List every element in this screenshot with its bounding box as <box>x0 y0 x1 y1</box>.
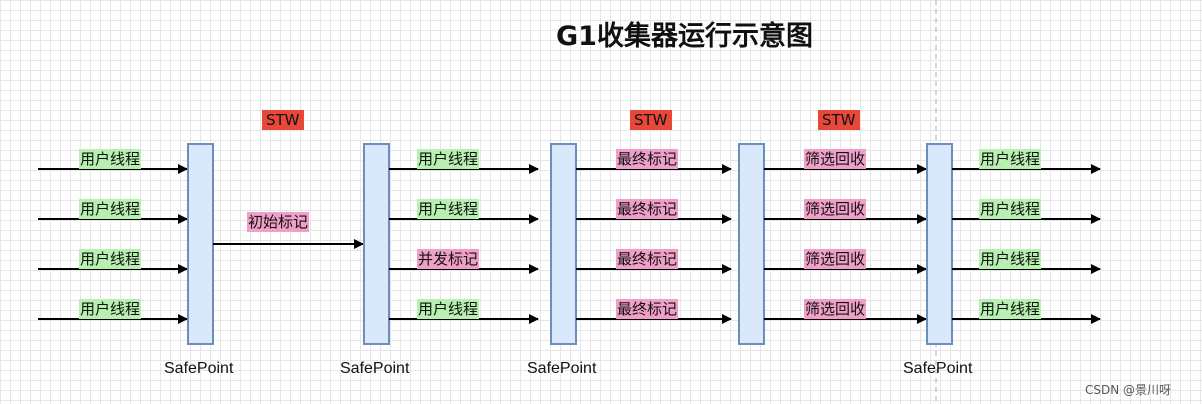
arrow-label: 用户线程 <box>79 149 142 169</box>
arrow-label: 用户线程 <box>979 299 1042 319</box>
watermark: CSDN @景川呀 <box>1085 383 1172 397</box>
safepoint-bar <box>926 143 953 345</box>
arrow-label: 最终标记 <box>616 149 679 169</box>
safepoint-bar <box>363 143 390 345</box>
safepoint-label: SafePoint <box>340 360 410 377</box>
arrow-label: 筛选回收 <box>804 249 867 269</box>
stw-badge: STW <box>818 110 860 130</box>
arrow-label: 最终标记 <box>616 299 679 319</box>
safepoint-bar <box>550 143 577 345</box>
safepoint-bar <box>738 143 765 345</box>
arrow-label: 用户线程 <box>79 199 142 219</box>
initial-mark-label: 初始标记 <box>247 212 310 232</box>
arrow-label: 最终标记 <box>616 199 679 219</box>
diagram-title: G1收集器运行示意图 <box>556 21 813 52</box>
arrow-label: 用户线程 <box>79 299 142 319</box>
concurrent-mark-label: 并发标记 <box>417 249 480 269</box>
safepoint-label: SafePoint <box>527 360 597 377</box>
arrow-label: 筛选回收 <box>804 199 867 219</box>
safepoint-label: SafePoint <box>903 360 973 377</box>
arrow-label: 筛选回收 <box>804 149 867 169</box>
arrow-label: 用户线程 <box>979 149 1042 169</box>
safepoint-bar <box>187 143 214 345</box>
arrow-label: 用户线程 <box>979 249 1042 269</box>
arrow-label: 最终标记 <box>616 249 679 269</box>
arrow-label: 用户线程 <box>979 199 1042 219</box>
arrow-label: 用户线程 <box>417 299 480 319</box>
arrow-label: 筛选回收 <box>804 299 867 319</box>
arrow-label: 用户线程 <box>417 199 480 219</box>
stw-badge: STW <box>262 110 304 130</box>
arrow-label: 用户线程 <box>417 149 480 169</box>
safepoint-label: SafePoint <box>164 360 234 377</box>
arrow-label: 用户线程 <box>79 249 142 269</box>
stw-badge: STW <box>630 110 672 130</box>
